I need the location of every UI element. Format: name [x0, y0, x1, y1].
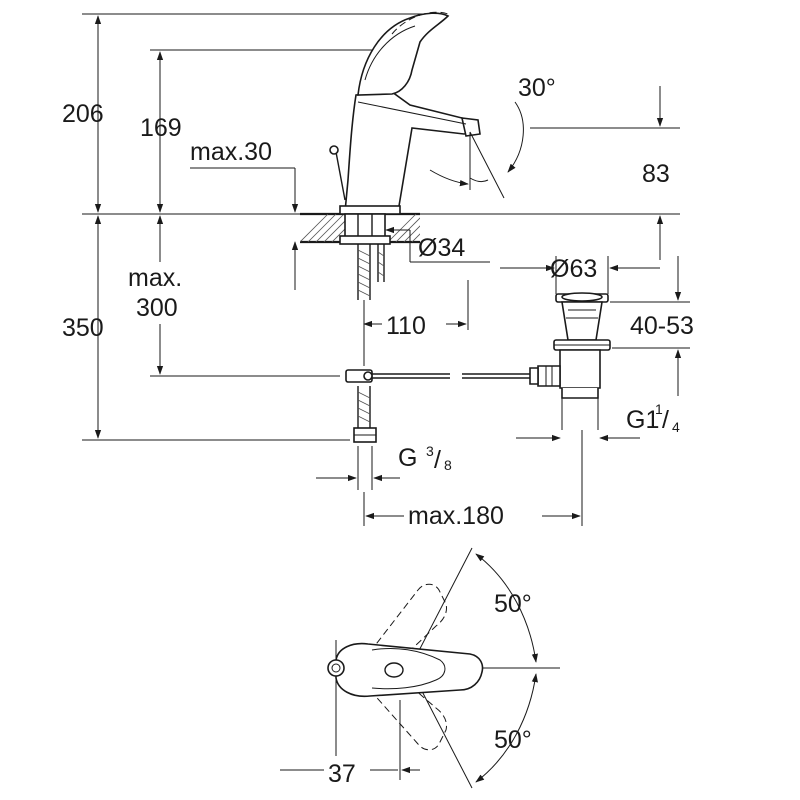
dim-angle-50: 50° 50°	[494, 590, 532, 754]
dim-206: 206	[62, 15, 104, 213]
dim-angle-30: 30°	[429, 74, 556, 199]
lever-angle-bottom-label: 50°	[494, 726, 532, 754]
popup-rod-linkage	[372, 373, 535, 379]
dim-40-53: 40-53	[610, 256, 694, 396]
supply-thread-fraction-den: 8	[444, 457, 452, 473]
waste-drain	[529, 292, 611, 430]
max-deck-thickness-label: max.30	[190, 138, 272, 166]
waste-thread-label: G1	[626, 406, 659, 434]
dim-83: 83	[642, 86, 670, 260]
dim-g1-1-4: G1 1 / 4	[516, 401, 680, 442]
waste-diameter-label: Ø63	[550, 255, 597, 283]
supply-thread-label: G	[398, 444, 417, 472]
faucet-top-view	[327, 547, 560, 789]
dim-diameter-34: Ø34	[385, 226, 490, 263]
waste-thread-fraction-num: 1	[655, 401, 663, 417]
lever-angle-top-label: 50°	[494, 590, 532, 618]
supply-thread-fraction-num: 3	[426, 443, 434, 459]
max-hose-length-label-1: max.	[128, 264, 182, 292]
dim-169: 169	[140, 51, 182, 213]
max-distance-label: max.180	[408, 502, 504, 530]
dim-g-3-8: G 3 / 8	[316, 443, 452, 490]
faucet-side-view	[329, 11, 481, 245]
dim-37: 37	[280, 756, 420, 788]
dim-max-180: max.180	[363, 430, 583, 530]
dim-max-300: max. 300	[125, 215, 201, 375]
spout-projection-label: 110	[386, 312, 426, 340]
supply-hoses	[345, 244, 385, 443]
waste-thread-slash: /	[662, 406, 669, 434]
lever-offset-label: 37	[328, 760, 356, 788]
supply-thread-slash: /	[434, 446, 441, 474]
max-hose-length-label-2: 300	[136, 294, 178, 322]
spout-clearance-label: 83	[642, 160, 670, 188]
waste-range-label: 40-53	[630, 312, 694, 340]
hole-diameter-label: Ø34	[418, 234, 465, 262]
overall-height-label: 206	[62, 100, 104, 128]
waste-thread-fraction-den: 4	[672, 419, 680, 435]
spout-height-label: 169	[140, 114, 182, 142]
spout-angle-label: 30°	[518, 74, 556, 102]
dim-max-30: max.30	[190, 138, 299, 290]
below-deck-height-label: 350	[62, 314, 104, 342]
dim-350: 350	[62, 215, 104, 439]
dim-110: 110	[363, 280, 469, 340]
dim-diameter-63: Ø63	[500, 255, 660, 294]
